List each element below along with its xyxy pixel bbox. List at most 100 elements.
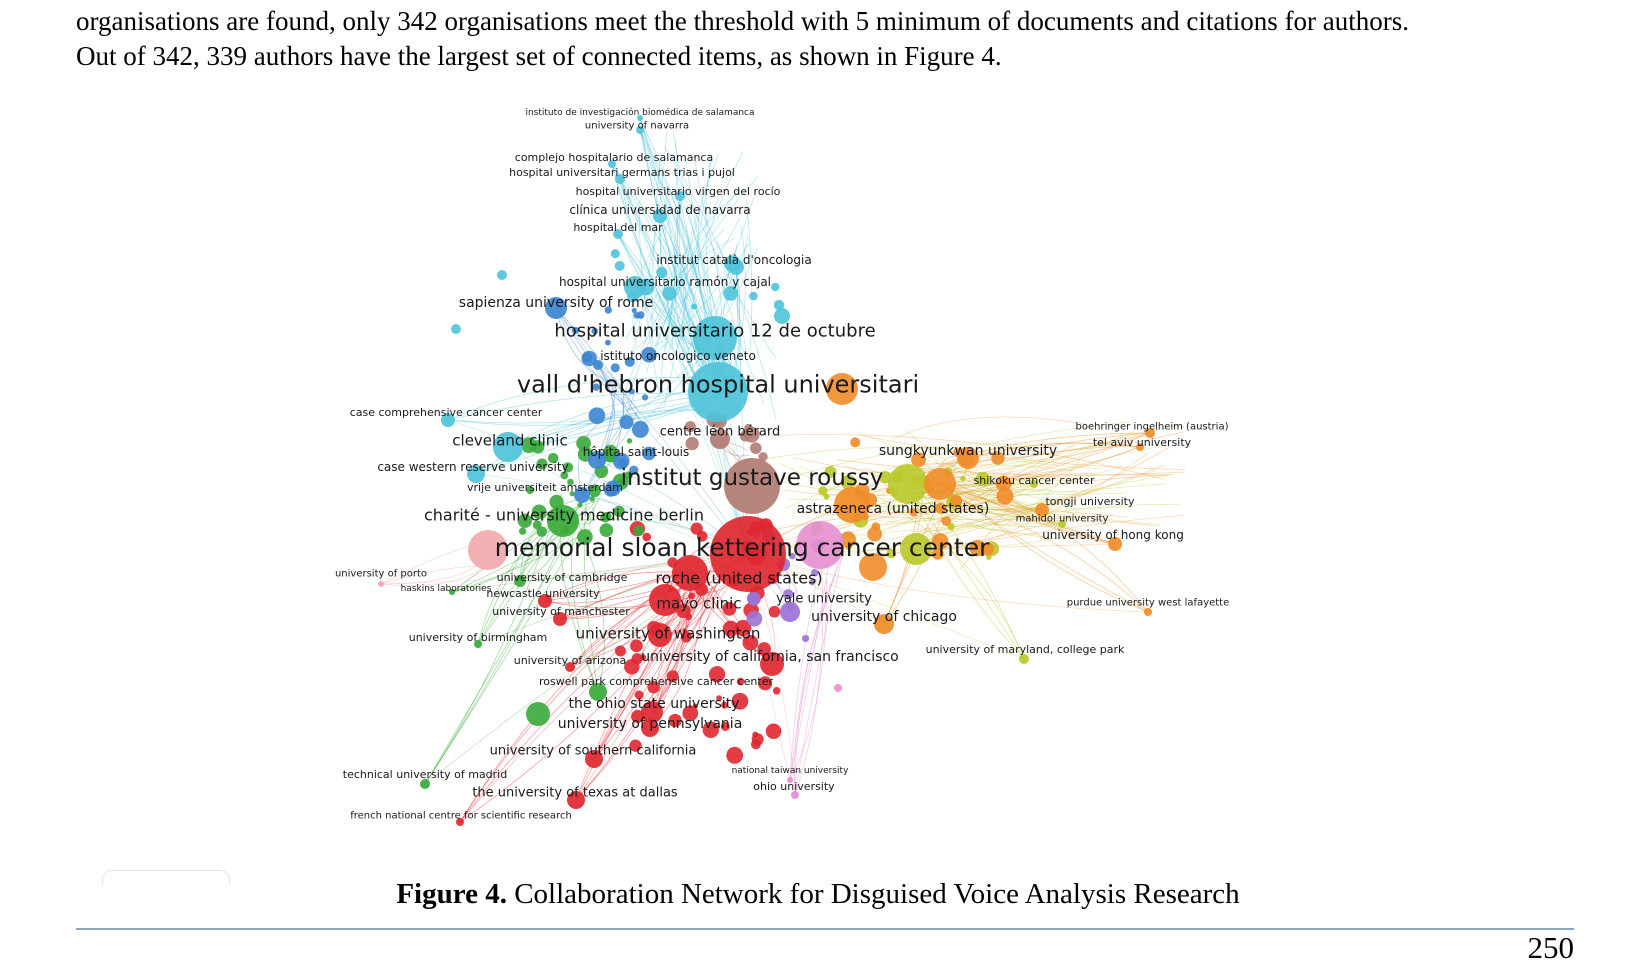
- network-label-oct12: hospital universitario 12 de octubre: [554, 320, 875, 341]
- network-node-minor: [567, 478, 574, 486]
- network-edge: [919, 452, 1148, 564]
- network-node-minor: [666, 670, 679, 683]
- network-node-minor: [716, 695, 723, 702]
- network-edge: [926, 446, 1141, 481]
- network-node-minor: [647, 680, 660, 694]
- network-edge: [447, 419, 749, 555]
- network-node-boehringer: [1145, 428, 1155, 438]
- network-label-roche: roche (united states): [655, 569, 822, 588]
- network-edge: [955, 492, 1116, 545]
- network-label-shikoku: shikoku cancer center: [974, 474, 1095, 487]
- network-node-minor: [886, 548, 897, 559]
- network-node-unlabelled: [451, 324, 461, 334]
- figure-artifact-box: [102, 870, 230, 885]
- network-label-instsal: instituto de investigación biomédica de …: [525, 107, 754, 118]
- network-label-navarra: university of navarra: [585, 121, 689, 132]
- network-node-minor: [931, 533, 949, 550]
- network-node-minor: [676, 603, 691, 619]
- network-edge: [654, 198, 720, 354]
- network-node-minor: [569, 491, 575, 497]
- network-node-minor: [603, 511, 612, 521]
- network-node-minor: [636, 311, 645, 319]
- network-edge: [858, 434, 1186, 470]
- network-label-clinica: clínica universidad de navarra: [569, 203, 750, 217]
- network-node-maryland: [1019, 654, 1029, 664]
- body-text-line-2: Out of 342, 339 authors have the largest…: [76, 41, 1002, 71]
- network-edge: [459, 580, 683, 823]
- network-node-minor: [991, 451, 1005, 465]
- network-label-newcastle: newcastle university: [486, 587, 600, 600]
- network-node-manchester: [553, 612, 567, 626]
- network-node-minor: [688, 592, 695, 600]
- network-label-tongji: tongji university: [1045, 495, 1135, 508]
- network-node-minor: [960, 475, 966, 482]
- network-label-yale: yale university: [776, 592, 872, 607]
- network-edge: [746, 199, 753, 352]
- network-edge: [659, 153, 719, 391]
- network-node-minor: [525, 486, 534, 495]
- network-node-minor: [757, 642, 771, 656]
- network-edge: [959, 507, 1010, 570]
- network-edge: [917, 483, 1035, 509]
- network-node-minor: [630, 639, 643, 653]
- network-edge: [663, 154, 713, 407]
- network-node-minor: [562, 462, 574, 473]
- network-edge: [639, 129, 713, 390]
- network-edge: [794, 573, 837, 796]
- body-text-line-1: organisations are found, only 342 organi…: [76, 6, 1410, 36]
- network-edge: [794, 545, 846, 796]
- network-node-minor: [560, 471, 569, 480]
- network-node-minor: [518, 527, 527, 535]
- network-label-ohio: ohio university: [753, 780, 835, 793]
- network-edge: [596, 389, 613, 461]
- network-node-minor: [629, 465, 639, 475]
- network-node-minor: [941, 516, 952, 527]
- network-edge: [940, 446, 1141, 487]
- network-edge: [447, 402, 702, 426]
- network-node-ccc: [441, 413, 455, 427]
- network-label-catala: institut català d'oncologia: [656, 253, 811, 267]
- network-edge: [946, 484, 1149, 613]
- network-label-mahidol: mahidol university: [1016, 514, 1109, 525]
- network-label-rocio: hospital universitario virgen del rocío: [576, 185, 781, 198]
- network-node-minor: [749, 291, 758, 301]
- network-node-minor: [739, 430, 751, 442]
- network-node-unlabelled: [924, 468, 956, 500]
- network-label-boehringer: boehringer ingelheim (austria): [1076, 422, 1229, 433]
- network-edge: [935, 432, 1151, 469]
- network-node-clinica: [653, 209, 667, 223]
- network-label-hku: university of hong kong: [1042, 528, 1184, 542]
- network-node-minor: [879, 471, 892, 484]
- network-edge: [779, 462, 1041, 536]
- network-node-minor: [628, 388, 635, 395]
- network-edge: [934, 442, 1141, 474]
- network-label-ohiostate: the ohio state university: [569, 696, 740, 712]
- network-node-minor: [752, 731, 759, 738]
- network-label-cnrs: french national centre for scientific re…: [350, 811, 572, 822]
- network-node-mar: [613, 229, 623, 239]
- network-node-minor: [656, 266, 668, 279]
- network-node-minor: [773, 299, 785, 311]
- network-node-ntu: [787, 777, 793, 783]
- network-edge: [619, 178, 699, 383]
- figure-caption: Figure 4. Collaboration Network for Disg…: [0, 878, 1636, 911]
- network-edge: [664, 145, 777, 419]
- network-edge: [785, 443, 1035, 480]
- network-edge: [560, 523, 599, 693]
- network-label-porto: university of porto: [335, 569, 427, 580]
- network-edge: [593, 581, 699, 760]
- network-node-minor: [680, 631, 692, 643]
- network-label-telaviv: tel aviv university: [1093, 436, 1192, 449]
- network-label-trias: hospital universitari germans trias i pu…: [509, 166, 735, 179]
- network-edge: [836, 459, 1185, 476]
- network-node-minor: [532, 520, 542, 530]
- network-node-minor: [758, 452, 768, 462]
- network-node-minor: [619, 415, 634, 430]
- network-edge: [789, 541, 846, 781]
- network-edge: [569, 597, 710, 668]
- network-node-minor: [547, 452, 559, 464]
- network-edge: [883, 502, 1025, 660]
- network-label-ramon: hospital universitario ramón y cajal: [559, 275, 771, 289]
- network-edge: [593, 567, 688, 760]
- network-node-minor: [634, 690, 644, 700]
